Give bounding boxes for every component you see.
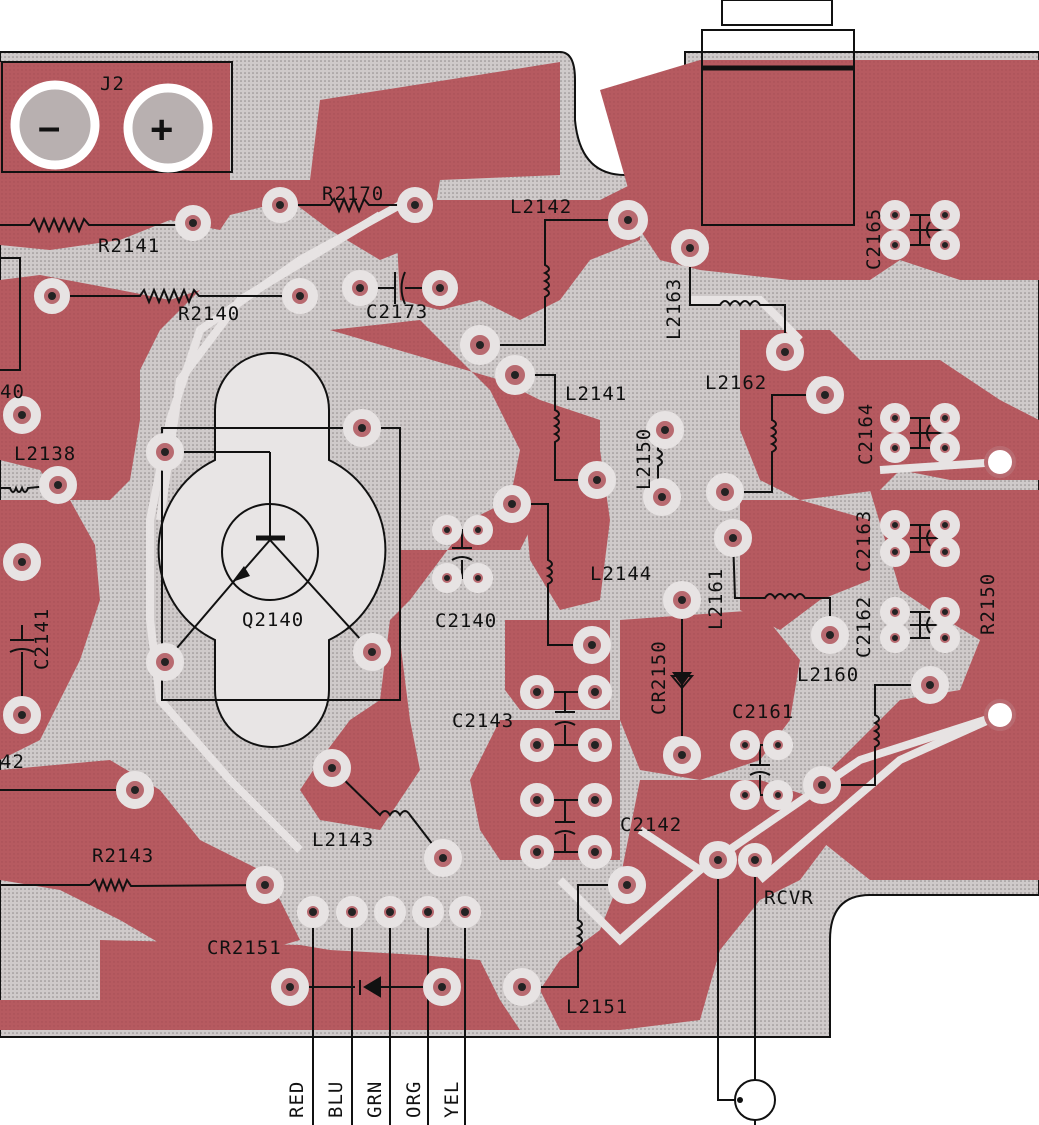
label-l2141: L2141 xyxy=(565,383,627,405)
label-l2160: L2160 xyxy=(797,664,859,686)
label-l2162: L2162 xyxy=(705,372,767,394)
label-c2173: C2173 xyxy=(366,301,428,323)
connector-plus-sign: + xyxy=(150,108,173,152)
label-l2161: L2161 xyxy=(705,568,727,630)
wire-label-grn: GRN xyxy=(364,1081,386,1118)
label-c2164: C2164 xyxy=(855,403,877,465)
label-c2161: C2161 xyxy=(732,701,794,723)
label-r2140: R2140 xyxy=(178,303,240,325)
label-l2142: L2142 xyxy=(510,196,572,218)
label-c2143: C2143 xyxy=(452,710,514,732)
label-c2141: C2141 xyxy=(31,608,53,670)
label-cr2151: CR2151 xyxy=(207,937,282,959)
label-l2138: L2138 xyxy=(14,443,76,465)
wire-label-red: RED xyxy=(286,1081,308,1118)
label-l2144: L2144 xyxy=(590,563,652,585)
label-c2140: C2140 xyxy=(435,610,497,632)
label-r2170: R2170 xyxy=(322,183,384,205)
label-cr2150: CR2150 xyxy=(648,640,670,715)
label-l2163: L2163 xyxy=(663,278,685,340)
label-l2143: L2143 xyxy=(312,829,374,851)
label-c2142: C2142 xyxy=(620,814,682,836)
transistor-q2140-outline xyxy=(157,352,401,748)
connector-j2-label: J2 xyxy=(100,73,125,95)
module-outline xyxy=(701,0,855,226)
label-r2150: R2150 xyxy=(977,573,999,635)
label-l2151: L2151 xyxy=(566,996,628,1018)
wire-label-org: ORG xyxy=(403,1081,425,1118)
component-labels: R2170 R2141 R2140 C2173 L2142 L2141 L216… xyxy=(0,183,999,1018)
wire-color-labels: RED BLU GRN ORG YEL xyxy=(286,1081,463,1118)
label-q2140: Q2140 xyxy=(242,609,304,631)
connector-minus-sign: – xyxy=(38,105,60,149)
label-l2150: L2150 xyxy=(633,428,655,490)
label-c2165: C2165 xyxy=(863,208,885,270)
label-r2142-partial: 42 xyxy=(0,751,25,773)
label-r2141: R2141 xyxy=(98,235,160,257)
label-rcvr: RCVR xyxy=(764,887,814,909)
label-l2140-partial: 40 xyxy=(0,381,25,403)
label-r2143: R2143 xyxy=(92,845,154,867)
connector-j2: J2 – + xyxy=(1,61,233,173)
wire-label-yel: YEL xyxy=(441,1081,463,1118)
label-c2162: C2162 xyxy=(853,596,875,658)
pads xyxy=(3,187,1016,1006)
wire-label-blu: BLU xyxy=(325,1081,347,1118)
label-c2163: C2163 xyxy=(853,510,875,572)
schematic-wiring xyxy=(0,196,945,1125)
